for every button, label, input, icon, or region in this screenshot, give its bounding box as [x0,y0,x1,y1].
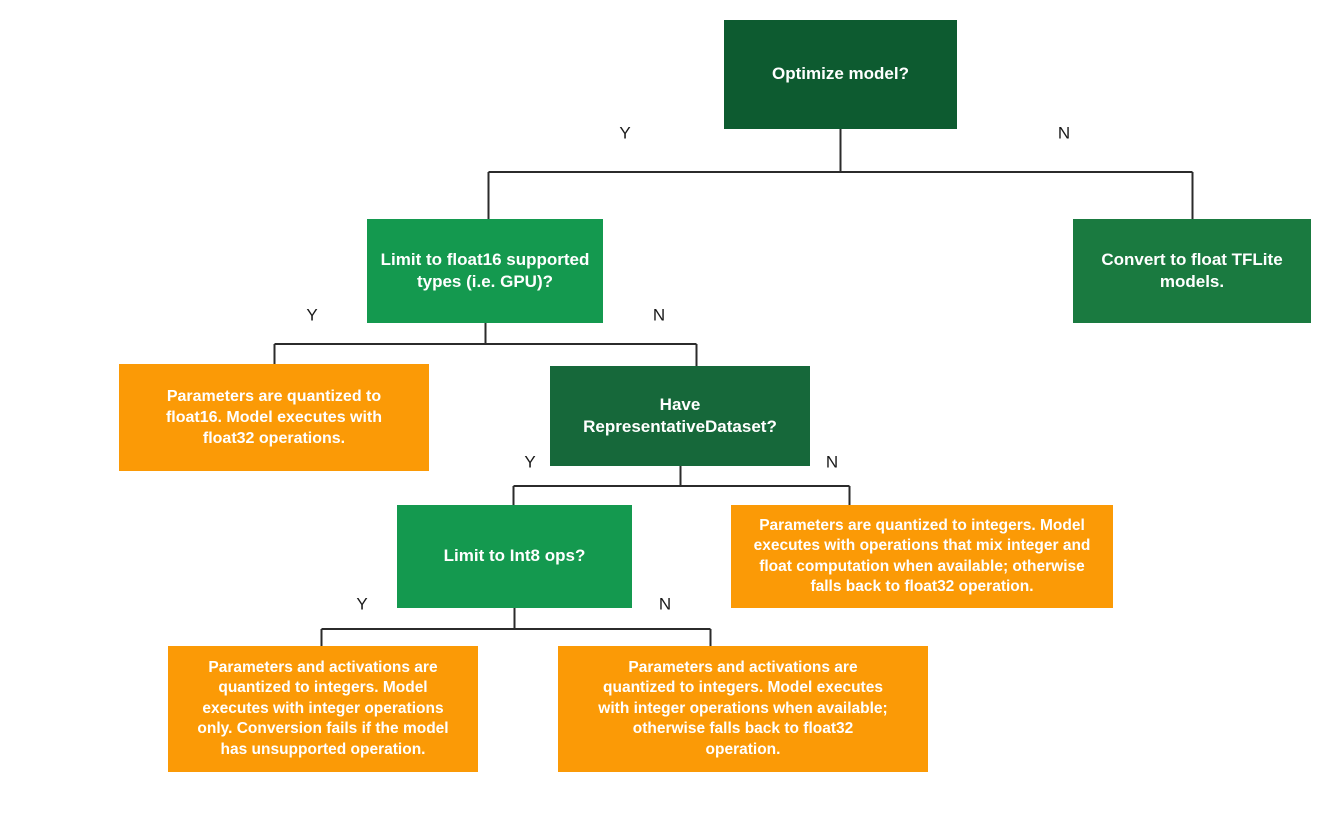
node-float16-result[interactable]: Parameters are quantized to float16. Mod… [119,364,429,471]
edge-label-float16-no: N [652,305,666,325]
edge-label-optimize-no: N [1057,123,1071,143]
edge-label-dataset-yes: Y [524,452,536,472]
node-optimize[interactable]: Optimize model? [724,20,957,129]
node-float16[interactable]: Limit to float16 supported types (i.e. G… [367,219,603,323]
edge-label-int8-no: N [658,594,672,614]
node-have-dataset[interactable]: Have RepresentativeDataset? [550,366,810,466]
node-convert-float[interactable]: Convert to float TFLite models. [1073,219,1311,323]
edge-label-dataset-no: N [825,452,839,472]
edge-label-optimize-yes: Y [619,123,631,143]
node-mixed-result[interactable]: Parameters are quantized to integers. Mo… [731,505,1113,608]
node-int8-fallback-result[interactable]: Parameters and activations are quantized… [558,646,928,772]
edge-label-float16-yes: Y [306,305,318,325]
node-int8-ops[interactable]: Limit to Int8 ops? [397,505,632,608]
edge-label-int8-yes: Y [356,594,368,614]
node-int8-only-result[interactable]: Parameters and activations are quantized… [168,646,478,772]
